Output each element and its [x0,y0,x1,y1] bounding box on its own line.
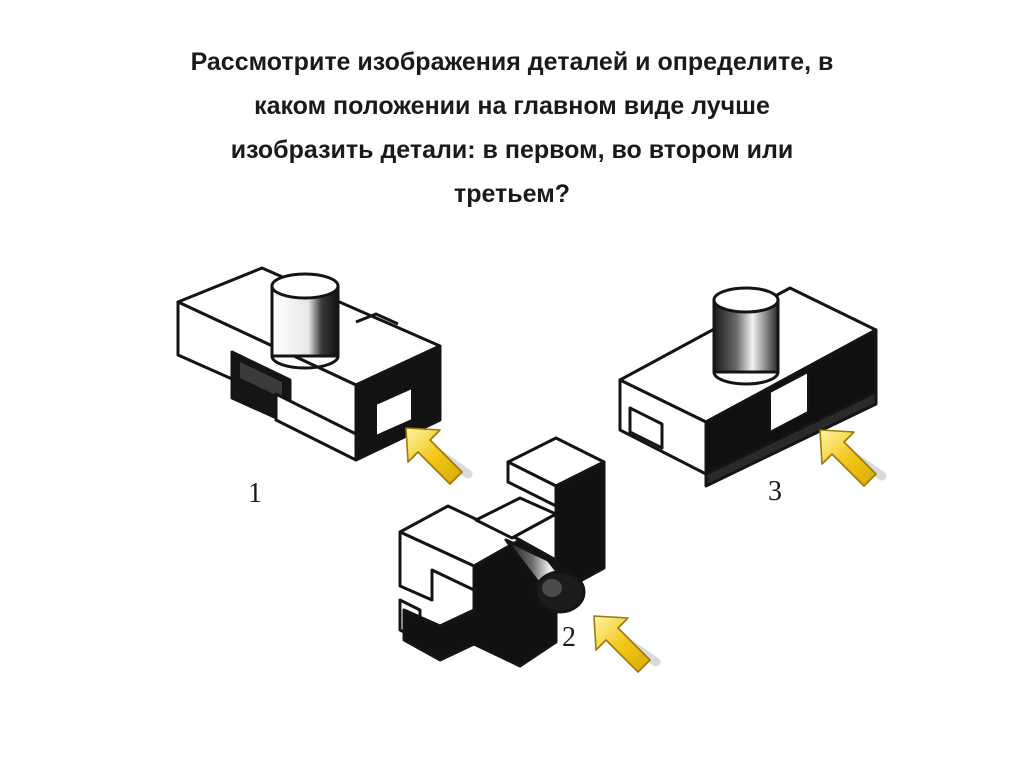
figure-label-2: 2 [562,622,576,653]
view-arrow-3 [820,430,882,486]
view-arrow-2 [594,616,656,672]
part-3-group: 3 [618,286,882,507]
part-3-drawing [618,286,878,488]
part-2-drawing [398,436,606,668]
question-line-4: третьем? [453,180,571,208]
part-1-group: 1 [176,266,468,509]
part-2-group: 2 [398,436,656,672]
part-1-drawing [176,266,442,462]
view-arrow-1 [406,428,468,484]
question-line-3: изобразить детали: в первом, во втором и… [230,136,794,164]
question-text: Рассмотрите изображения деталей и опреде… [60,40,964,216]
figure-label-1: 1 [248,478,262,509]
question-line-1: Рассмотрите изображения деталей и опреде… [190,48,834,76]
question-line-2: каком положении на главном виде лучше [254,92,770,120]
figure-label-3: 3 [768,476,782,507]
